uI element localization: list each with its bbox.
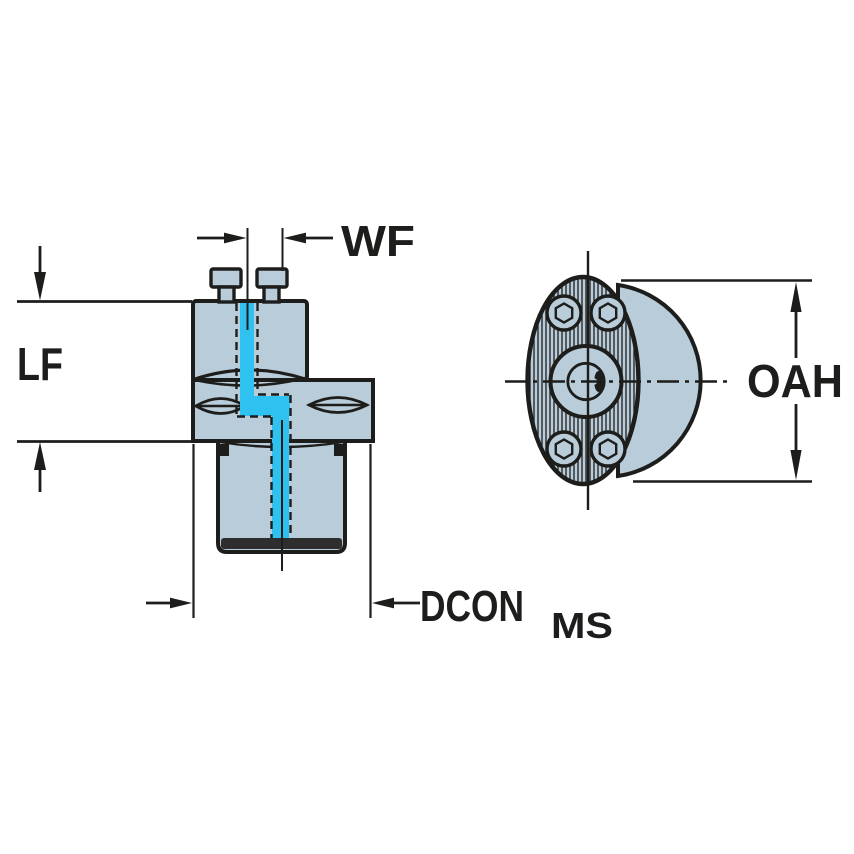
clamp-screws [209,267,289,304]
lf-label: LF [17,338,63,390]
flange-slots [193,396,371,415]
wf-dimension: WF [197,217,415,330]
shank-corner-notch-left [218,444,229,456]
coolant-hidden-lines [235,303,292,538]
oah-dimension: OAH [621,279,843,483]
screw-holes [545,294,627,468]
coolant-channel [235,303,292,543]
oah-label: OAH [747,355,843,407]
shank-corner-notch-right [334,444,345,456]
dcon-label: DCON [420,582,524,631]
side-view [191,267,375,571]
hex-sockets [554,302,618,460]
dcon-dimension: DCON MS [146,444,613,646]
end-view [505,251,731,510]
lf-dimension: LF [17,246,192,492]
dcon-subscript-label: MS [551,605,613,646]
wf-label: WF [341,217,415,266]
